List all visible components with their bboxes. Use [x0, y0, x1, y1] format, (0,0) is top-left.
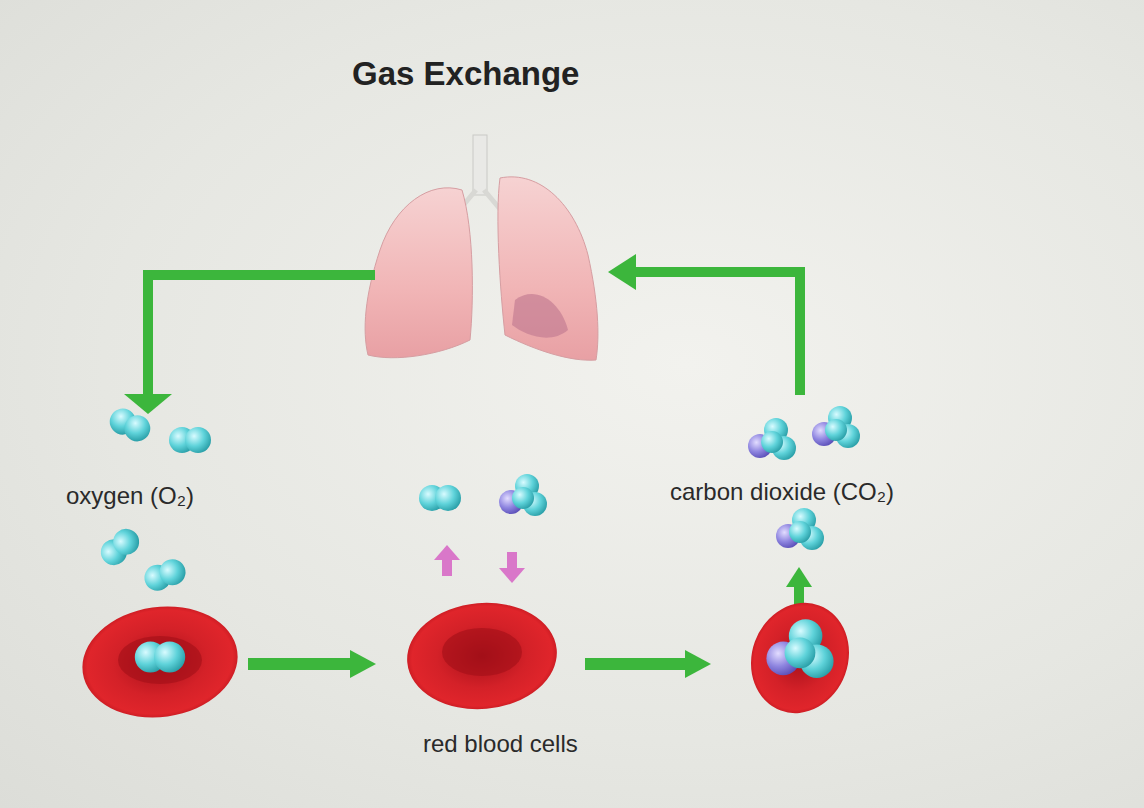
cell-label: red blood cells [423, 730, 578, 758]
lungs-illustration [365, 135, 598, 360]
red-blood-cells [75, 589, 864, 727]
molecule-label: carbon dioxide (CO₂) [670, 478, 894, 506]
exchange-arrows [434, 545, 525, 583]
diagram-title: Gas Exchange [352, 55, 579, 93]
molecule-label: oxygen (O₂) [66, 482, 194, 510]
